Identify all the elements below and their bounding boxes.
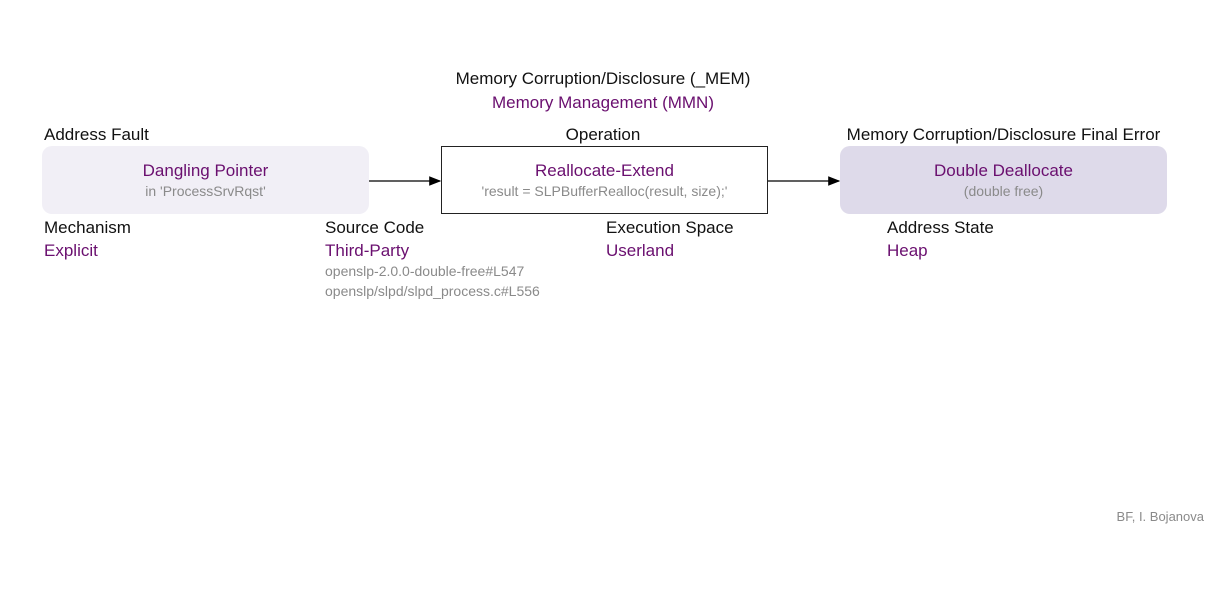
class-title: Memory Corruption/Disclosure (_MEM)	[455, 69, 751, 88]
node-sub-label: in 'ProcessSrvRqst'	[145, 182, 266, 199]
node-double-deallocate: Double Deallocate (double free)	[840, 146, 1167, 214]
node-heading-operation: Operation	[565, 125, 641, 144]
attr-address-state-value: Heap	[887, 241, 928, 260]
credit: BF, I. Bojanova	[1116, 509, 1204, 524]
attr-source-code-value: Third-Party	[325, 241, 410, 260]
attr-source-code-label: Source Code	[325, 218, 425, 237]
node-sub-label: (double free)	[963, 182, 1044, 199]
attr-execution-space-value: Userland	[606, 241, 675, 260]
attr-mechanism-label: Mechanism	[44, 218, 131, 237]
node-reallocate-extend: Reallocate-Extend 'result = SLPBufferRea…	[441, 146, 768, 214]
node-sub-label: 'result = SLPBufferRealloc(result, size)…	[481, 182, 728, 199]
node-main-label: Reallocate-Extend	[535, 160, 674, 180]
source-code-ref: openslp/slpd/slpd_process.c#L556	[325, 283, 540, 299]
source-code-ref: openslp-2.0.0-double-free#L547	[325, 263, 525, 279]
node-main-label: Double Deallocate	[934, 160, 1073, 180]
node-dangling-pointer: Dangling Pointer in 'ProcessSrvRqst'	[42, 146, 369, 214]
class-subtitle: Memory Management (MMN)	[492, 93, 714, 112]
node-heading-address-fault: Address Fault	[44, 125, 149, 144]
node-heading-final-error: Memory Corruption/Disclosure Final Error	[846, 125, 1161, 144]
attr-address-state-label: Address State	[887, 218, 994, 237]
attr-mechanism-value: Explicit	[44, 241, 98, 260]
attr-execution-space-label: Execution Space	[606, 218, 734, 237]
node-main-label: Dangling Pointer	[142, 160, 269, 180]
